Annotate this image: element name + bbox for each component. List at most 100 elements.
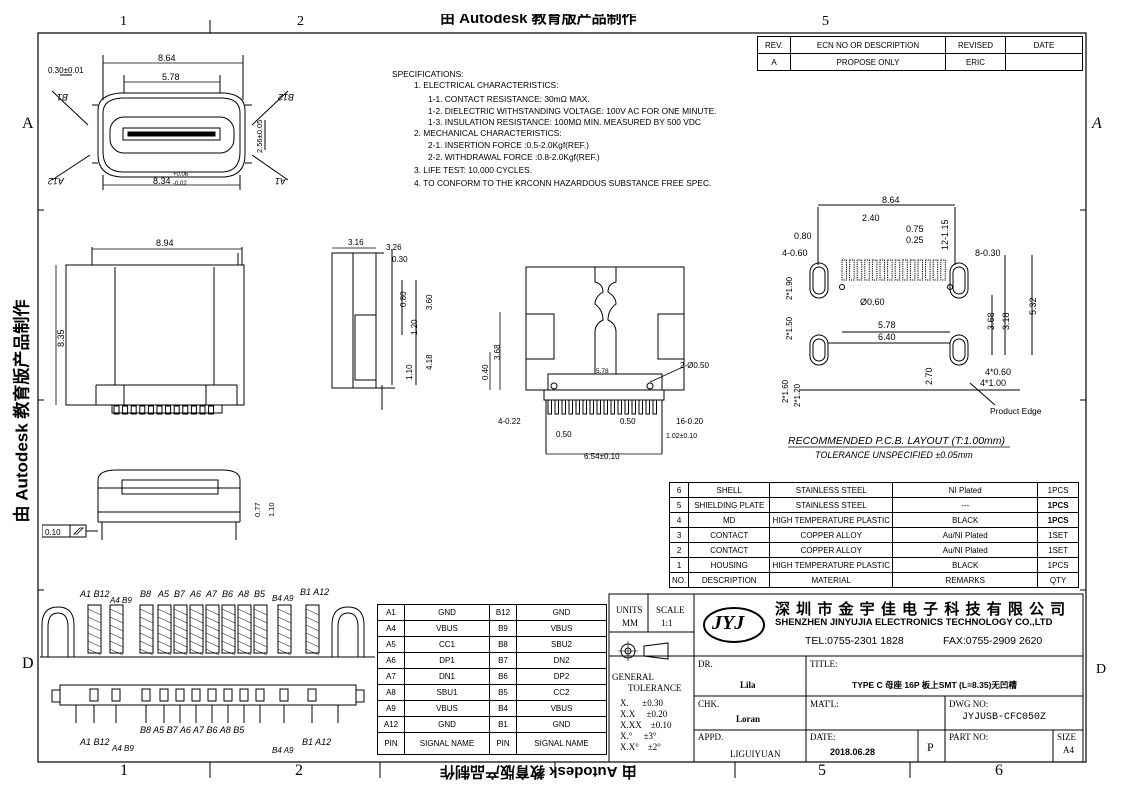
- bottom-view-pin: [624, 399, 629, 415]
- side-dim-2: 3.26: [386, 243, 402, 252]
- contact-hatch: [205, 648, 220, 656]
- bottom-dim-2: 0.40: [481, 364, 490, 380]
- contact-hatch: [139, 648, 154, 656]
- contact-hatch: [253, 640, 268, 648]
- bom-no: NO.: [668, 572, 690, 588]
- contact-hatch: [139, 616, 154, 624]
- spec-line-9: 4. TO CONFORM TO THE KRCONN HAZARDOUS SU…: [414, 178, 712, 188]
- contact-hatch: [109, 616, 124, 624]
- pcb-pad: [932, 259, 939, 281]
- contact-hatch: [305, 640, 320, 648]
- pin-diagram: A1 B12 A4 B9 B8 A5 B7 A6 A7 B6 A8 B5 B4 …: [40, 587, 375, 755]
- pin-top-label-a4b9: A4 B9: [109, 596, 132, 605]
- spec-line-2: 1-1. CONTACT RESISTANCE: 30mΩ MAX.: [428, 94, 590, 104]
- pcb-pad: [864, 259, 870, 281]
- contact-hatch: [237, 624, 252, 632]
- row-label-D: D: [22, 655, 34, 672]
- row-label-A: A: [22, 115, 34, 132]
- front-contact-dim: 5.78: [162, 72, 180, 82]
- contact-leg: [89, 688, 99, 702]
- pin-bottom-label-a4b9: A4 B9: [111, 744, 134, 753]
- contact-hatch: [87, 640, 102, 648]
- pin-top-label-a1b12: A1 B12: [79, 589, 110, 599]
- contact-hatch: [173, 640, 188, 648]
- pin-top-label-a8: A8: [237, 589, 249, 599]
- bottom-view-pin: [596, 399, 601, 415]
- pcb-dim-17: 2.70: [924, 367, 934, 385]
- bottom-dim-10: 6.54±0.10: [584, 452, 620, 461]
- contact-hatch: [237, 632, 252, 640]
- side-dim-3: 0.30: [392, 255, 408, 264]
- chk-value: Loran: [736, 714, 761, 724]
- spec-line-1: 1. ELECTRICAL CHARACTERISTICS:: [414, 80, 559, 90]
- contact-hatch: [205, 616, 220, 624]
- pcb-dim-11: 2*1.50: [785, 316, 794, 340]
- pcb-dim-18: 4*0.60: [985, 367, 1011, 377]
- pin-top-label-a6: A6: [189, 589, 201, 599]
- pin-top-label-b4a9: B4 A9: [272, 594, 294, 603]
- contact-hatch: [87, 608, 102, 616]
- bottom-dim-3: 5.78: [596, 368, 609, 375]
- pin-top-label-b5: B5: [254, 589, 266, 599]
- side-dim-8: 1.10: [405, 364, 414, 380]
- units-label: UNITS: [616, 605, 643, 615]
- appd-value: LIGUIYUAN: [730, 749, 781, 759]
- pcb-dim-13: 6.40: [878, 332, 896, 342]
- contact-hatch: [221, 640, 236, 648]
- bottom-view-pin: [561, 399, 566, 415]
- contact-hatch: [173, 616, 188, 624]
- side-dim-6: 3.60: [425, 294, 434, 310]
- pcb-dim-15: 3.18: [1001, 312, 1011, 330]
- pcb-pad: [871, 259, 878, 281]
- contact-hatch: [109, 640, 124, 648]
- general-tolerance-2: TOLERANCE: [628, 683, 682, 693]
- contact-leg: [111, 688, 121, 702]
- general-tolerance-1: GENERAL: [612, 672, 654, 682]
- front-bottom-dim: 8.34: [153, 176, 171, 186]
- pcb-dim-5: 0.80: [794, 231, 812, 241]
- bottom-dim-8: 16-0.20: [676, 417, 704, 426]
- pin-bottom-label-a1b12: A1 B12: [79, 737, 110, 747]
- bottom-view-pin: [645, 399, 650, 415]
- contact-hatch: [205, 608, 220, 616]
- contact-hatch: [205, 640, 220, 648]
- bottom-view-pin: [617, 399, 622, 415]
- contact-hatch: [109, 624, 124, 632]
- bottom-view-drawing: 3.68 0.40 5.78 2-Ø0.50 4-0.22 0.50 0.50 …: [481, 266, 709, 461]
- front-a12-label: A12: [48, 176, 65, 186]
- front-tol-dn: -0.02: [173, 181, 187, 187]
- contact-hatch: [157, 624, 172, 632]
- pcb-edge-label: Product Edge: [990, 406, 1042, 416]
- contact-hatch: [253, 648, 268, 656]
- contact-hatch: [189, 624, 204, 632]
- contact-pad: [205, 604, 220, 654]
- contact-pad: [139, 604, 154, 654]
- contact-hatch: [189, 608, 204, 616]
- contact-hatch: [277, 616, 292, 624]
- contact-leg: [223, 688, 233, 702]
- top-view-pin: [190, 405, 197, 415]
- spec-line-3: 1-2. DIELECTRIC WITHSTANDING VOLTAGE: 10…: [428, 106, 717, 116]
- contact-hatch: [157, 632, 172, 640]
- pcb-layout-drawing: 8.64 2.40 0.75 0.25 0.80 4-0.60 12-1.15 …: [781, 195, 1042, 460]
- top-view-pin: [130, 405, 137, 415]
- bottom-view-pin: [547, 399, 552, 415]
- contact-pad: [237, 604, 252, 654]
- pin-top-label-b1a12: B1 A12: [300, 587, 329, 597]
- contact-hatch: [205, 624, 220, 632]
- contact-leg: [207, 688, 217, 702]
- contact-hatch: [253, 632, 268, 640]
- contact-leg: [175, 688, 185, 702]
- bottom-dim-5: 4-0.22: [498, 417, 521, 426]
- contact-hatch: [237, 608, 252, 616]
- scale-label: SCALE: [656, 605, 685, 615]
- contact-leg: [279, 688, 289, 702]
- tol-line-4: X.° ±3°: [620, 731, 657, 741]
- contact-hatch: [139, 608, 154, 616]
- pin-top-label-b8: B8: [140, 589, 151, 599]
- side-dim-1: 3.16: [348, 238, 364, 247]
- contact-hatch: [87, 624, 102, 632]
- contact-pad: [87, 604, 102, 654]
- side-dim-4: 0.80: [399, 291, 408, 307]
